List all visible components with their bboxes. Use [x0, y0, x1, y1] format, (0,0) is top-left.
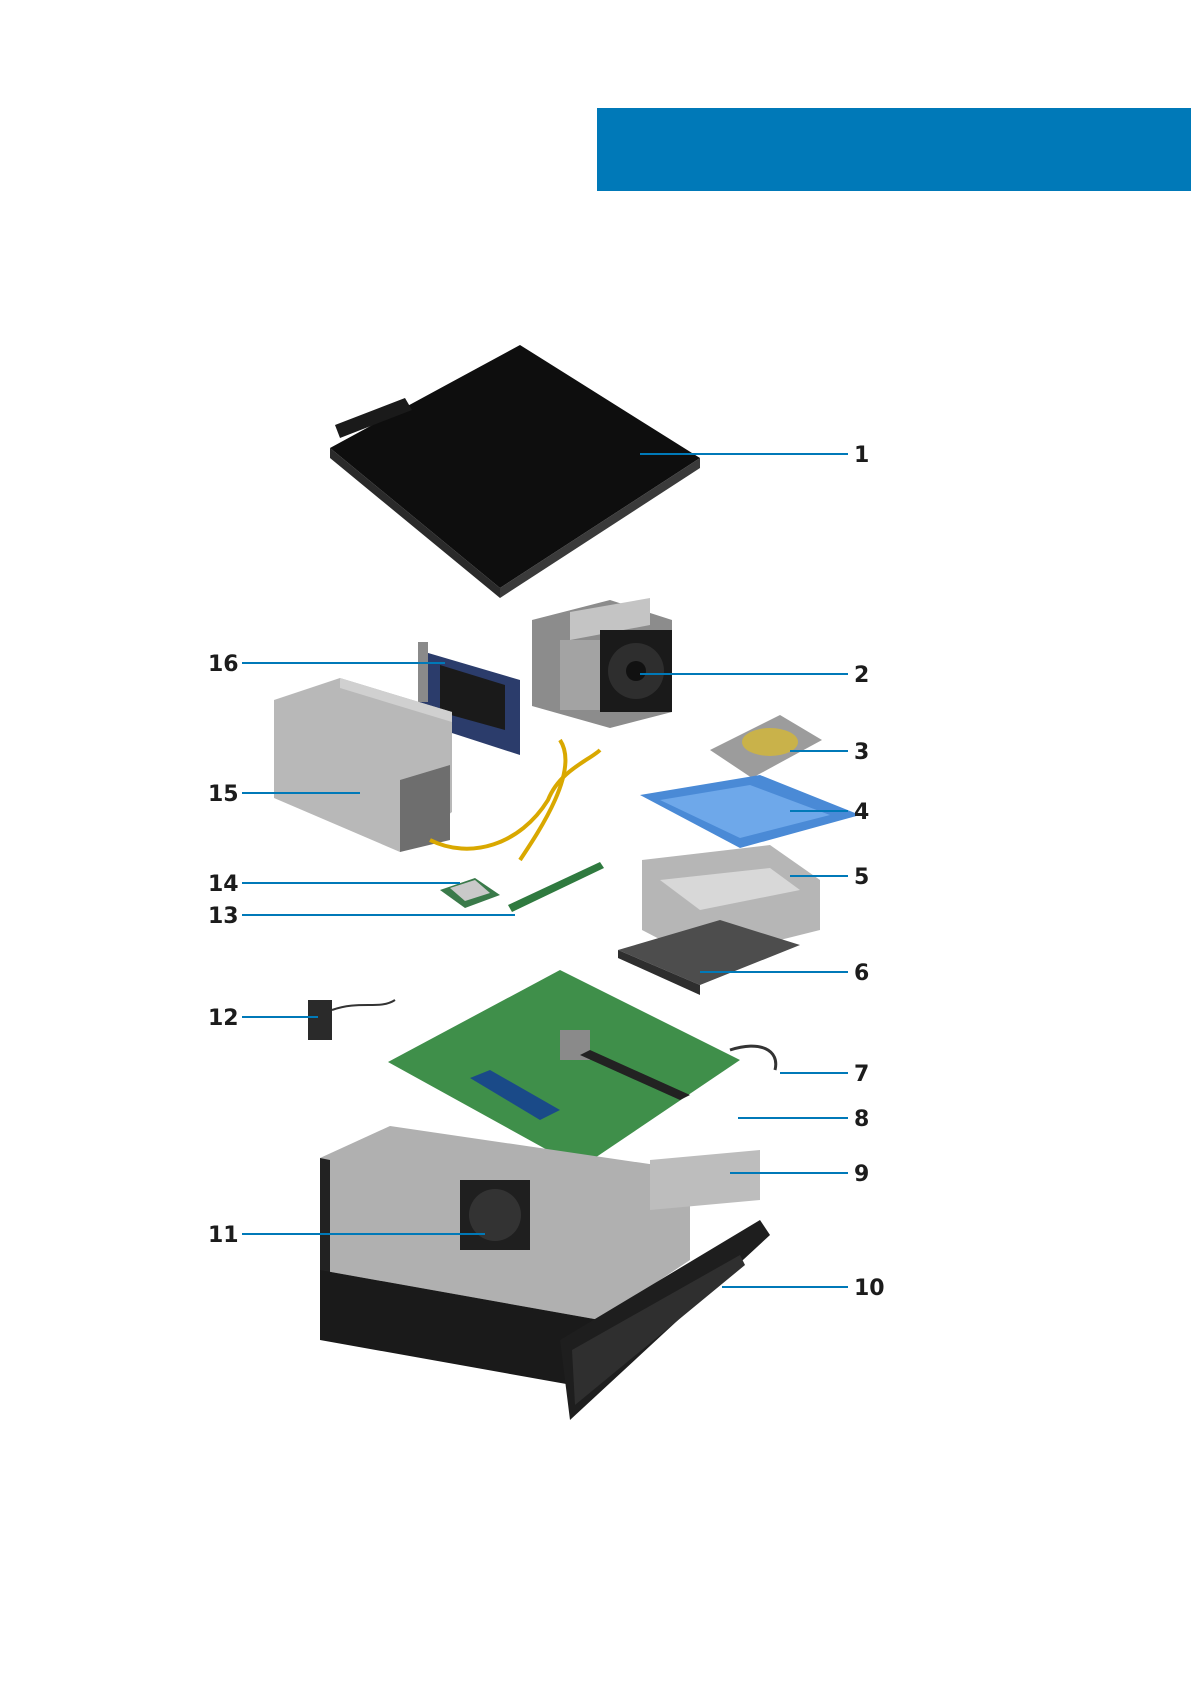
cable-illustration	[730, 1046, 776, 1070]
callout-3: 3	[854, 740, 869, 765]
hard-drive-illustration	[710, 715, 822, 778]
callout-8: 8	[854, 1107, 869, 1132]
callout-14: 14	[208, 872, 239, 897]
callout-4: 4	[854, 800, 869, 825]
callout-16: 16	[208, 652, 239, 677]
power-button-illustration	[308, 1000, 395, 1040]
callout-1: 1	[854, 443, 869, 468]
chassis-illustration	[320, 1126, 760, 1390]
callout-2: 2	[854, 663, 869, 688]
callout-15: 15	[208, 782, 239, 807]
callout-5: 5	[854, 865, 869, 890]
callout-12: 12	[208, 1006, 239, 1031]
callout-11: 11	[208, 1223, 239, 1248]
side-cover-illustration	[330, 345, 700, 598]
callout-13: 13	[208, 904, 239, 929]
callout-7: 7	[854, 1062, 869, 1087]
callout-9: 9	[854, 1162, 869, 1187]
memory-module-illustration	[508, 862, 604, 912]
heatsink-fan-illustration	[532, 598, 672, 728]
callout-10: 10	[854, 1276, 885, 1301]
callout-6: 6	[854, 961, 869, 986]
